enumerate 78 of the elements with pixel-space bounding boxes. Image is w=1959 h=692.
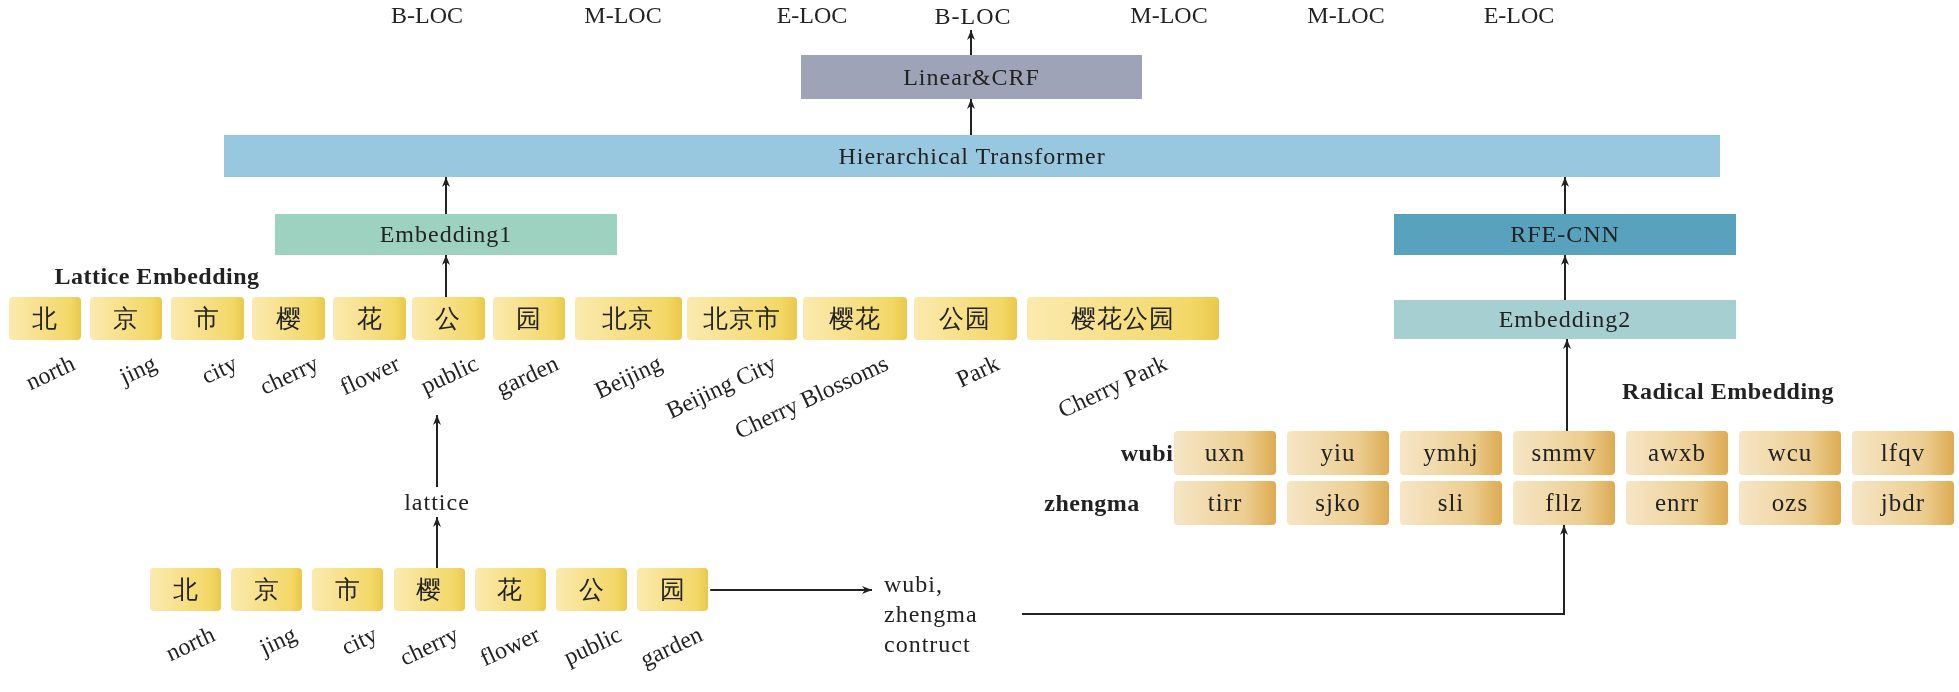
tag-label: E-LOC [776,1,848,29]
character-tile: 公园 [914,297,1017,340]
character-tile: 北京 [574,297,682,340]
character-tile: 园 [637,568,709,611]
character-tile: 市 [171,297,244,340]
arrow [1561,176,1569,215]
cnn-box: RFE-CNN [1394,214,1736,255]
character-tile: 公 [412,297,485,340]
arrow [709,586,873,594]
code-tile: smmv [1513,431,1615,475]
tag-label: M-LOC [584,1,662,29]
arrow [967,98,975,136]
code-tile: yiu [1287,431,1389,475]
text-label: wubi, zhengma contruct [884,572,1008,656]
word-label: jing [115,350,161,391]
character-tile: 樱 [393,568,465,611]
word-label: public [416,350,483,400]
arrow [433,516,441,569]
code-tile: sjko [1287,481,1389,525]
code-tile: fllz [1513,481,1615,525]
character-tile: 北京市 [686,297,797,340]
character-tile: 樱花 [803,297,907,340]
word-label: flower [476,621,545,672]
code-tile: ozs [1739,481,1841,525]
character-tile: 京 [89,297,163,340]
arrow [1561,254,1569,301]
linear-crf-box: Linear&CRF [801,55,1142,99]
word-label: flower [335,350,404,401]
tag-label: M-LOC [1307,1,1385,29]
row-label: zhengma [1044,489,1140,517]
code-tile: awxb [1626,431,1728,475]
arrow [1563,338,1571,432]
character-tile: 市 [312,568,384,611]
section-title: Radical Embedding [1622,377,1834,405]
word-label: city [197,350,242,390]
code-tile: enrr [1626,481,1728,525]
code-tile: lfqv [1852,431,1954,475]
character-tile: 北 [8,297,82,340]
character-tile: 樱 [252,297,325,340]
character-tile: 花 [333,297,406,340]
code-tile: tirr [1174,481,1276,525]
word-label: city [337,621,382,661]
word-label: cherry [255,350,323,401]
word-label: public [559,621,626,671]
character-tile: 樱花公园 [1026,297,1219,340]
section-title: Lattice Embedding [54,262,260,290]
code-tile: wcu [1739,431,1841,475]
word-label: jing [255,621,301,662]
character-tile: 京 [231,568,303,611]
code-tile: uxn [1174,431,1276,475]
embedding-box: Embedding1 [275,214,617,255]
arrow [442,176,450,215]
word-label: garden [492,350,563,403]
code-tile: jbdr [1852,481,1954,525]
character-tile: 公 [556,568,627,611]
text-label: lattice [403,487,471,517]
row-label: wubi [1120,439,1174,467]
text-label: B-LOC [937,2,1009,30]
word-label: Park [951,350,1004,394]
arrow [1021,524,1568,615]
character-tile: 花 [474,568,546,611]
character-tile: 北 [150,568,221,611]
code-tile: ymhj [1400,431,1502,475]
embedding-box: Embedding2 [1394,300,1736,339]
character-tile: 园 [493,297,565,340]
word-label: north [162,621,220,667]
transformer-box: Hierarchical Transformer [224,135,1720,177]
arrow [433,414,441,488]
arrow [967,29,975,56]
code-tile: sli [1400,481,1502,525]
word-label: north [21,350,80,396]
tag-label: E-LOC [1483,1,1555,29]
arrow [442,254,450,298]
word-label: cherry [396,621,464,672]
tag-label: M-LOC [1130,1,1208,29]
word-label: Cherry Park [1054,350,1172,424]
tag-label: B-LOC [391,1,463,29]
word-label: garden [636,621,707,674]
